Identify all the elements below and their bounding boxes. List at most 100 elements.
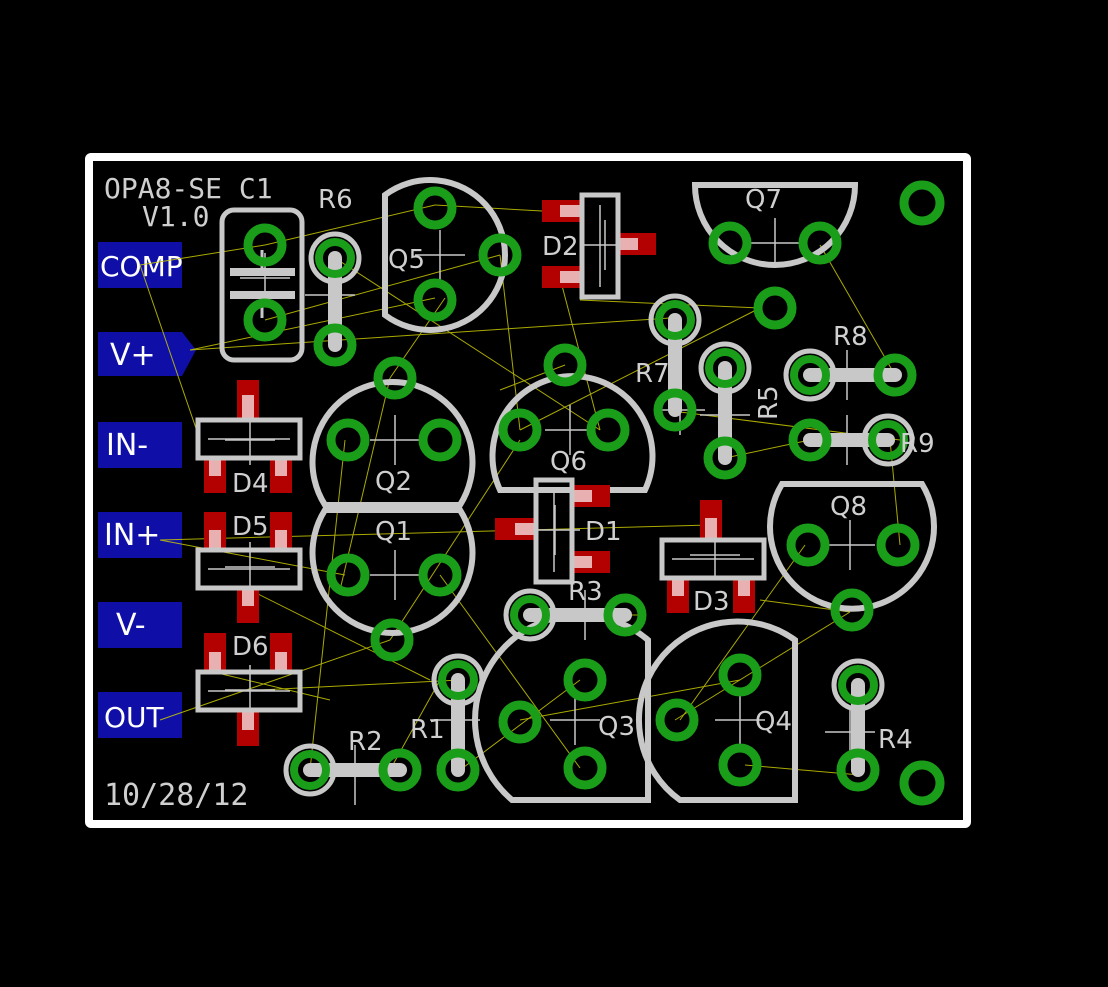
board-outline <box>85 153 971 828</box>
silk-text: OPA8-SE C1 V1.0 10/28/12 Q5 Q7 Q2 Q6 Q1 … <box>104 172 935 813</box>
pad-icon[interactable] <box>308 231 362 285</box>
pad-icon[interactable] <box>861 413 915 467</box>
board-date: 10/28/12 <box>104 778 249 813</box>
label-q7: Q7 <box>745 185 782 215</box>
pad-icon[interactable] <box>786 523 830 567</box>
pad-icon[interactable] <box>370 618 414 662</box>
edge-pin-label: IN- <box>106 428 148 463</box>
pad-icon[interactable] <box>653 388 697 432</box>
pad-icon[interactable] <box>718 653 762 697</box>
pad-icon[interactable] <box>413 186 457 230</box>
label-q5: Q5 <box>388 245 425 275</box>
label-q8: Q8 <box>830 492 867 522</box>
pad-icon[interactable] <box>831 658 885 712</box>
pad-icon[interactable] <box>586 408 630 452</box>
edge-pin-label: V- <box>116 608 146 643</box>
pad-icon[interactable] <box>418 553 462 597</box>
pad-icon[interactable] <box>243 298 287 342</box>
pad-icon[interactable] <box>798 221 842 265</box>
pad-icon[interactable] <box>313 323 357 367</box>
resistor-bodies <box>303 251 902 777</box>
label-r8: R8 <box>833 322 868 352</box>
q3-outline <box>472 612 651 803</box>
diode-d5 <box>195 512 303 623</box>
pad-icon[interactable] <box>498 700 542 744</box>
pad-icon[interactable] <box>708 221 752 265</box>
edge-pin-vminus[interactable]: V- <box>98 602 182 648</box>
pad-icon[interactable] <box>873 353 917 397</box>
pad-icon[interactable] <box>418 418 462 462</box>
pad-icon[interactable] <box>563 746 607 790</box>
pad-icon[interactable] <box>243 223 287 267</box>
label-q6: Q6 <box>550 447 587 477</box>
label-q2: Q2 <box>375 467 412 497</box>
pad-icon[interactable] <box>830 588 874 632</box>
label-q4: Q4 <box>755 707 792 737</box>
pad-icon[interactable] <box>543 343 587 387</box>
edge-pins: COMP V+ IN- IN+ V- OUT <box>98 242 196 738</box>
label-r2: R2 <box>348 727 383 757</box>
label-d3: D3 <box>693 587 730 617</box>
pad-icon[interactable] <box>753 286 797 330</box>
pad-icon[interactable] <box>436 748 480 792</box>
label-r3: R3 <box>568 577 603 607</box>
pad-icon[interactable] <box>718 743 762 787</box>
pad-icon[interactable] <box>431 653 485 707</box>
label-d6: D6 <box>232 632 269 662</box>
diode-d2 <box>542 192 656 300</box>
pad-icon[interactable] <box>876 523 920 567</box>
pad-icon[interactable] <box>648 293 702 347</box>
edge-pin-label: V+ <box>110 338 156 373</box>
pad-icon[interactable] <box>655 698 699 742</box>
capacitor-icon <box>219 207 305 363</box>
board-title: OPA8-SE C1 <box>104 172 273 205</box>
pad-icon[interactable] <box>698 341 752 395</box>
edge-pin-comp[interactable]: COMP <box>98 242 183 288</box>
edge-pin-label: IN+ <box>104 518 160 553</box>
edge-pin-inminus[interactable]: IN- <box>98 422 182 468</box>
pad-icon[interactable] <box>373 356 417 400</box>
edge-pin-label: OUT <box>104 701 165 734</box>
label-d5: D5 <box>232 512 269 542</box>
label-d4: D4 <box>232 469 269 499</box>
pad-icon[interactable] <box>478 233 522 277</box>
pad-icon[interactable] <box>503 588 557 642</box>
pad-icon[interactable] <box>563 658 607 702</box>
label-q1: Q1 <box>375 517 412 547</box>
q1-outline <box>309 507 476 636</box>
label-d2: D2 <box>542 232 579 262</box>
pad-icon[interactable] <box>498 408 542 452</box>
label-r1: R1 <box>410 715 445 745</box>
resistor-pin1-pads <box>283 231 915 797</box>
pad-icon[interactable] <box>783 348 837 402</box>
edge-pin-out[interactable]: OUT <box>98 692 182 738</box>
diode-d3 <box>659 500 767 613</box>
q8-outline <box>767 481 937 612</box>
label-q3: Q3 <box>598 712 635 742</box>
label-d1: D1 <box>585 517 622 547</box>
pad-icon[interactable] <box>703 436 747 480</box>
pad-icon[interactable] <box>836 748 880 792</box>
q5-outline <box>382 177 508 333</box>
diode-d4 <box>195 380 303 493</box>
pad-icon[interactable] <box>603 593 647 637</box>
mounting-hole-icon <box>899 180 945 226</box>
edge-pin-vplus[interactable]: V+ <box>98 332 196 376</box>
diode-d6 <box>195 633 303 746</box>
pad-icon[interactable] <box>378 748 422 792</box>
pad-icon[interactable] <box>283 743 337 797</box>
board-version: V1.0 <box>142 200 209 233</box>
through-hole-pads <box>243 180 945 806</box>
edge-pin-inplus[interactable]: IN+ <box>98 512 182 558</box>
label-r5: R5 <box>754 385 784 420</box>
pad-icon[interactable] <box>326 418 370 462</box>
pad-icon[interactable] <box>413 278 457 322</box>
q7-outline <box>691 182 859 268</box>
edge-pin-label: COMP <box>100 250 183 283</box>
label-r9: R9 <box>900 429 935 459</box>
pad-icon[interactable] <box>788 418 832 462</box>
transistor-outlines <box>309 177 937 803</box>
pad-icon[interactable] <box>326 553 370 597</box>
label-r6: R6 <box>318 185 353 215</box>
